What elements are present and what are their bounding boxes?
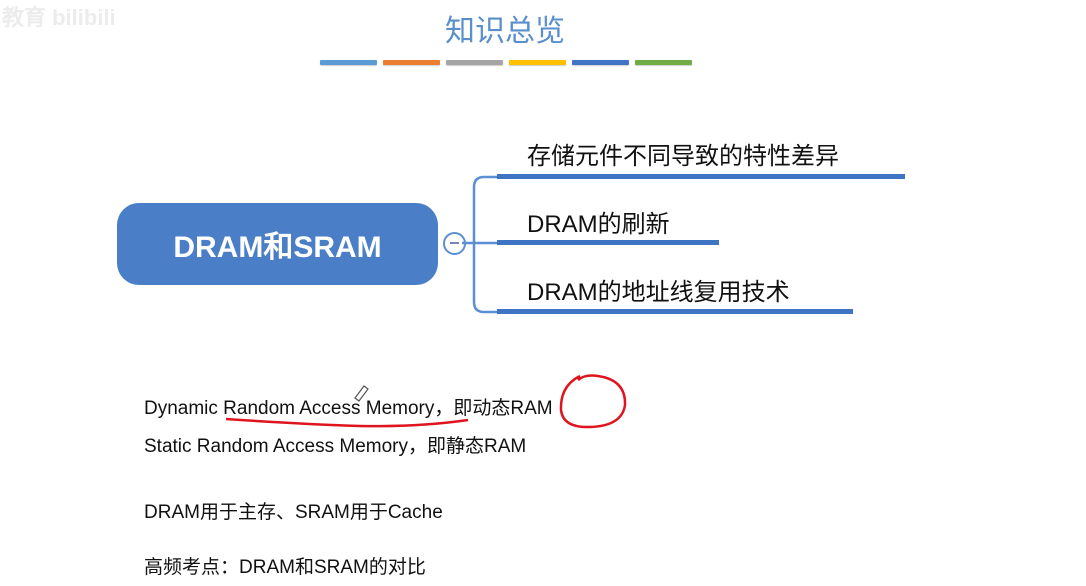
branch-label[interactable]: 存储元件不同导致的特性差异: [527, 143, 839, 170]
branch-label[interactable]: DRAM的刷新: [527, 211, 670, 238]
mindmap-connector: [462, 175, 498, 314]
color-bar: [572, 60, 629, 65]
red-circle-annotation: [559, 374, 627, 429]
title-color-bars: [320, 60, 692, 65]
color-bar: [446, 60, 503, 65]
color-bar: [320, 60, 377, 65]
root-label: DRAM和SRAM: [173, 231, 382, 264]
note-dram: Dynamic Random Access Memory，即动态RAM: [144, 398, 553, 419]
page-title-text: 知识总览: [445, 15, 565, 48]
color-bar: [509, 60, 566, 65]
color-bar: [383, 60, 440, 65]
branch-underline: [497, 174, 905, 179]
pen-cursor-icon: [354, 385, 369, 402]
branch-underline: [497, 309, 853, 314]
watermark: 教育 bilibili: [2, 5, 116, 30]
page-title: 知识总览: [0, 6, 1086, 50]
mindmap-root-node[interactable]: DRAM和SRAM: [117, 203, 438, 285]
branch-underline: [497, 240, 719, 245]
color-bar: [635, 60, 692, 65]
note-usage: DRAM用于主存、SRAM用于Cache: [144, 502, 443, 523]
note-sram: Static Random Access Memory，即静态RAM: [144, 436, 527, 457]
branch-label[interactable]: DRAM的地址线复用技术: [527, 279, 790, 306]
red-underline-annotation: [225, 417, 469, 428]
note-key-point: 高频考点：DRAM和SRAM的对比: [144, 557, 426, 578]
